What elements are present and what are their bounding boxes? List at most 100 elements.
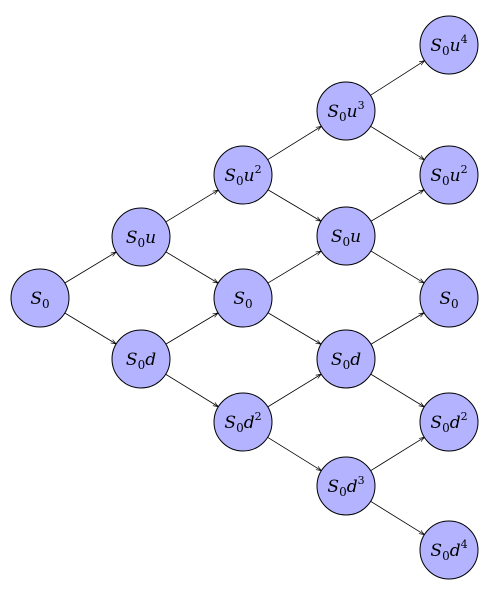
node-circle: [111, 207, 171, 267]
node-label-factor: d: [450, 413, 461, 433]
node-label-factor: d: [450, 541, 461, 561]
node-label: S0d: [126, 350, 156, 372]
node-label-subscript: 0: [245, 297, 253, 311]
node-label-subscript: 0: [236, 174, 244, 188]
node-label-base: S: [327, 477, 339, 497]
node-label-exponent: 3: [358, 99, 365, 112]
nodes-layer: S0S0uS0dS0u2S0S0d2S0u3S0uS0dS0d3S0u4S0u2…: [10, 15, 479, 580]
node-circle: [213, 392, 273, 452]
node-n31: S0u3: [316, 81, 376, 141]
node-circle: [10, 268, 70, 328]
node-label-base: S: [126, 228, 138, 248]
edge-n23-n34: [267, 436, 322, 470]
node-label-subscript: 0: [138, 358, 146, 372]
node-circle: [316, 456, 376, 516]
node-label-base: S: [430, 36, 442, 56]
node-label-subscript: 0: [442, 421, 450, 435]
edge-n12-n22: [165, 313, 218, 345]
edge-n33-n44: [370, 373, 425, 407]
edge-n32-n42: [370, 190, 424, 222]
node-label: S0u2: [430, 163, 467, 188]
node-circle: [111, 329, 171, 389]
edge-n34-n45: [370, 500, 425, 534]
node-label-base: S: [331, 227, 343, 247]
node-n32: S0u: [316, 206, 376, 266]
node-label: S0d2: [430, 410, 467, 435]
node-label-factor: d: [244, 413, 255, 433]
node-label: S0d: [331, 350, 361, 372]
node-label: S0u: [331, 227, 361, 249]
node-circle: [316, 81, 376, 141]
node-label-base: S: [430, 541, 442, 561]
node-label-factor: u: [350, 227, 361, 247]
node-circle: [419, 145, 479, 205]
node-label-base: S: [233, 289, 245, 309]
node-label: S0: [439, 289, 458, 311]
node-label-base: S: [331, 350, 343, 370]
node-label: S0d2: [224, 410, 261, 435]
edge-n33-n43: [370, 313, 424, 345]
node-label-base: S: [30, 289, 42, 309]
node-label: S0u2: [224, 163, 261, 188]
node-label-base: S: [430, 166, 442, 186]
node-circle: [213, 268, 273, 328]
node-label-factor: d: [350, 350, 361, 370]
node-label-factor: d: [145, 350, 156, 370]
node-circle: [419, 268, 479, 328]
node-label: S0d3: [327, 474, 364, 499]
node-label-base: S: [327, 102, 339, 122]
node-circle: [419, 520, 479, 580]
edge-n22-n32: [267, 251, 321, 284]
node-n42: S0u2: [419, 145, 479, 205]
node-label: S0: [233, 289, 252, 311]
edge-n31-n41: [370, 61, 424, 96]
node-label-exponent: 3: [358, 474, 365, 487]
node-n43: S0: [419, 268, 479, 328]
edge-n31-n42: [370, 125, 425, 159]
node-label-factor: u: [450, 36, 461, 56]
node-label-subscript: 0: [343, 358, 351, 372]
node-label: S0u3: [327, 99, 364, 124]
edge-n22-n33: [267, 312, 321, 344]
node-circle: [419, 15, 479, 75]
node-n45: S0d4: [419, 520, 479, 580]
node-label-factor: u: [450, 166, 461, 186]
node-label-subscript: 0: [442, 44, 450, 58]
node-n44: S0d2: [419, 392, 479, 452]
edge-n11-n22: [165, 251, 218, 283]
node-label-subscript: 0: [442, 174, 450, 188]
edge-n32-n43: [370, 250, 424, 283]
edge-n34-n44: [370, 437, 425, 472]
node-label-subscript: 0: [339, 110, 347, 124]
node-n21: S0u2: [213, 145, 273, 205]
node-label-exponent: 4: [461, 33, 468, 46]
node-n12: S0d: [111, 329, 171, 389]
edge-n12-n23: [165, 373, 219, 407]
node-label-subscript: 0: [343, 235, 351, 249]
node-label-base: S: [224, 166, 236, 186]
node-label-base: S: [126, 350, 138, 370]
edge-n11-n21: [165, 190, 218, 223]
node-label-subscript: 0: [451, 297, 459, 311]
node-label-factor: u: [347, 102, 358, 122]
node-label-subscript: 0: [236, 421, 244, 435]
node-label: S0u4: [430, 33, 467, 58]
node-n22: S0: [213, 268, 273, 328]
node-label-subscript: 0: [138, 236, 146, 250]
node-label-factor: d: [347, 477, 358, 497]
node-label: S0d4: [430, 538, 467, 563]
edge-n00-n11: [64, 252, 116, 284]
node-label-exponent: 4: [461, 538, 468, 551]
node-circle: [213, 145, 273, 205]
node-label-exponent: 2: [255, 410, 262, 423]
node-label: S0: [30, 289, 49, 311]
node-label-base: S: [224, 413, 236, 433]
edge-n21-n31: [267, 126, 322, 161]
node-n33: S0d: [316, 329, 376, 389]
node-n41: S0u4: [419, 15, 479, 75]
node-n11: S0u: [111, 207, 171, 267]
node-label-exponent: 2: [255, 163, 262, 176]
edge-n21-n32: [267, 189, 321, 221]
node-label-factor: u: [145, 228, 156, 248]
edge-n23-n33: [267, 374, 322, 408]
